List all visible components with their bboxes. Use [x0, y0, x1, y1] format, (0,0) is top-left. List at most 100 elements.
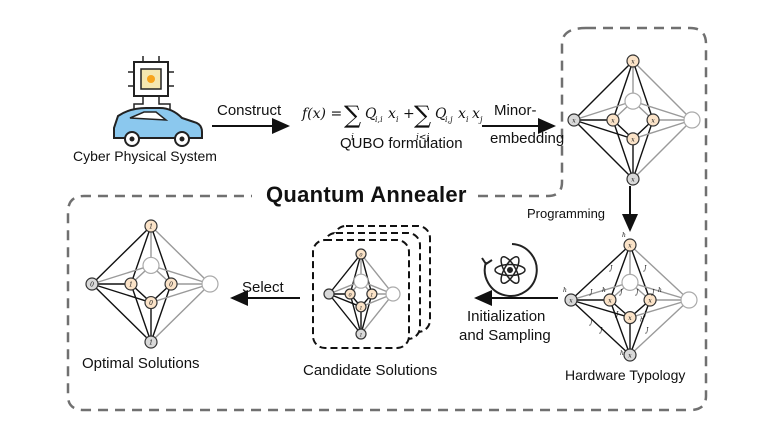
node-label: x [628, 243, 632, 250]
node-label: 0 [90, 282, 94, 289]
graph-edge [150, 283, 211, 304]
bias-label: h [602, 287, 606, 294]
svg-text:i: i [466, 115, 469, 124]
node-label: 1 [149, 340, 153, 347]
graph-node [564, 293, 578, 307]
graph-edge [573, 100, 634, 121]
bias-label: h [658, 287, 662, 294]
graph-edge [632, 100, 693, 121]
coupling-label: J [614, 311, 619, 318]
node-label: 1 [370, 293, 373, 299]
svg-text:x: x [472, 106, 480, 122]
node-label: x [569, 298, 573, 305]
svg-text:i,j: i,j [445, 115, 453, 124]
quantum-annealer-title: Quantum Annealer [266, 182, 467, 207]
programming-label: Programming [527, 206, 606, 221]
graph-node [623, 348, 637, 362]
node-label: 0 [149, 300, 153, 307]
coupling-label: J [588, 289, 593, 296]
optimal-label: Optimal Solutions [82, 355, 200, 372]
graph-node [643, 293, 657, 307]
graph-node [355, 248, 367, 260]
graph-node [646, 113, 660, 127]
graph-edge [629, 244, 651, 301]
graph-node [626, 54, 640, 68]
formula-lhs: f(x) = [301, 106, 342, 122]
node-label: x [608, 298, 612, 305]
svg-text:+: + [403, 106, 415, 122]
graph-edge [328, 293, 362, 335]
cps-label: Cyber Physical System [73, 148, 217, 164]
svg-text:i: i [351, 133, 354, 143]
graph-edge [609, 299, 631, 356]
graph-node [353, 273, 369, 289]
graph-node [142, 256, 160, 275]
node-label: 1 [129, 282, 133, 289]
graph-edge [570, 299, 631, 319]
graph-edge [612, 119, 634, 180]
node-label: x [628, 353, 632, 360]
node-label: x [628, 315, 632, 322]
graph-edge [573, 60, 634, 121]
graph-node [567, 113, 581, 127]
atom-icon [481, 243, 538, 297]
graph-node [606, 113, 620, 127]
node-label: x [631, 136, 635, 143]
node-label: x [648, 298, 652, 305]
graph-edge [360, 293, 373, 335]
graph-node [144, 219, 158, 233]
minor-label-1: Minor- [494, 102, 537, 119]
graph-edge [632, 119, 693, 180]
graph-edge [629, 281, 690, 301]
annealer-border [66, 26, 708, 412]
graph-node [603, 293, 617, 307]
graph-edge [91, 283, 152, 304]
graph-edge [349, 253, 362, 295]
svg-text:j: j [478, 115, 483, 124]
graph-edge [360, 253, 394, 295]
graph-edge [612, 60, 634, 121]
hardware-label: Hardware Typology [565, 367, 686, 383]
graph-edge [629, 299, 690, 319]
bias-label: h [563, 287, 567, 294]
graph-edge [150, 225, 172, 285]
coupling-label: J [634, 289, 639, 296]
graph-edge [570, 299, 631, 356]
graph-node [144, 335, 158, 349]
graph-edge [130, 283, 152, 343]
coupling-label: J [598, 327, 603, 334]
select-label: Select [242, 279, 284, 296]
coupling-label: J [642, 311, 647, 318]
graph-node [144, 295, 158, 310]
node-label: 1 [359, 305, 362, 311]
graph-edge [573, 119, 634, 140]
svg-text:Q: Q [365, 106, 377, 122]
graph-edge [91, 264, 152, 285]
node-label: x [631, 59, 635, 66]
qubo-formula: f(x) = ∑ i Q i,i x i + ∑ i<j Q i,j x i x… [301, 101, 483, 143]
coupling-label: J [642, 265, 647, 272]
bias-label: h [620, 350, 624, 357]
bias-label: h [640, 317, 644, 324]
graph-node [623, 238, 637, 252]
graph-node [344, 288, 356, 300]
graph-edge [570, 244, 631, 301]
svg-text:i: i [396, 115, 399, 124]
svg-text:i,i: i,i [375, 115, 383, 124]
init-label-1: Initialization [467, 308, 546, 325]
node-label: 0 [359, 253, 363, 259]
minor-label-2: embedding [490, 130, 565, 147]
graph-edge [609, 244, 631, 301]
graph-edge [629, 244, 690, 301]
graph-node [624, 92, 642, 110]
svg-text:∑: ∑ [414, 101, 431, 129]
graph-node [680, 291, 698, 309]
svg-text:Q: Q [435, 106, 447, 122]
graph-node [355, 328, 367, 340]
graph-edge [360, 253, 373, 295]
node-label: x [631, 177, 635, 184]
